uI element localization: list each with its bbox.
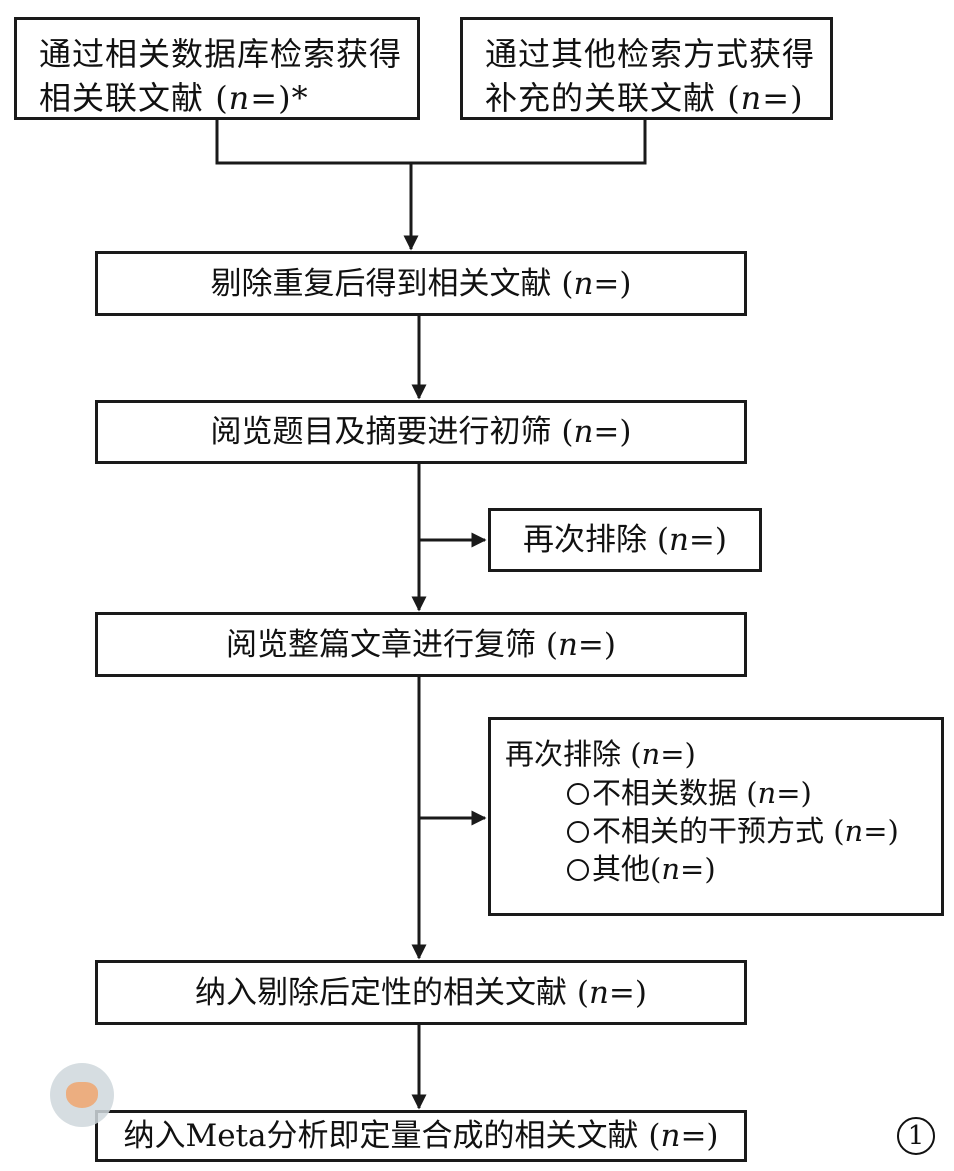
- other-search-line1: 通过其他检索方式获得: [485, 35, 816, 73]
- title-abstract-screen-box: 阅览题目及摘要进行初筛 (n=): [95, 400, 747, 464]
- exclusion-1-label: 再次排除 (n=): [522, 522, 728, 558]
- database-search-line1: 通过相关数据库检索获得: [39, 35, 403, 73]
- qualitative-inclusion-label: 纳入剔除后定性的相关文献 (n=): [194, 974, 648, 1011]
- other-search-line2: 补充的关联文献 (n=): [485, 79, 804, 117]
- exclusion-reason: 其他(n=): [505, 850, 941, 888]
- meta-analysis-box: 纳入Meta分析即定量合成的相关文献 (n=): [95, 1110, 747, 1162]
- title-abstract-screen-label: 阅览题目及摘要进行初筛 (n=): [210, 414, 632, 450]
- other-search-box: 通过其他检索方式获得 补充的关联文献 (n=): [460, 17, 833, 120]
- database-search-box: 通过相关数据库检索获得 相关联文献 (n=)*: [14, 17, 420, 120]
- dedup-label: 剔除重复后得到相关文献 (n=): [210, 265, 632, 302]
- exclusion-reason: 不相关数据 (n=): [505, 774, 941, 812]
- circle-bullet-icon: [567, 821, 589, 843]
- meta-analysis-label: 纳入Meta分析即定量合成的相关文献 (n=): [123, 1118, 719, 1154]
- circle-bullet-icon: [567, 859, 589, 881]
- database-search-line2: 相关联文献 (n=)*: [39, 79, 309, 117]
- circle-bullet-icon: [567, 783, 589, 805]
- figure-number: 1: [897, 1117, 935, 1155]
- fulltext-screen-label: 阅览整篇文章进行复筛 (n=): [225, 626, 617, 663]
- qualitative-inclusion-box: 纳入剔除后定性的相关文献 (n=): [95, 960, 747, 1025]
- exclusion-2-label: 再次排除 (n=): [505, 737, 696, 771]
- exclusion-box-1: 再次排除 (n=): [488, 508, 762, 572]
- fulltext-screen-box: 阅览整篇文章进行复筛 (n=): [95, 612, 747, 677]
- exclusion-box-2: 再次排除 (n=) 不相关数据 (n=) 不相关的干预方式 (n=) 其他(n=…: [488, 717, 944, 916]
- dedup-box: 剔除重复后得到相关文献 (n=): [95, 251, 747, 316]
- medical-seal-icon: [50, 1063, 114, 1127]
- merge-connector: [215, 120, 647, 165]
- exclusion-reason: 不相关的干预方式 (n=): [505, 812, 941, 850]
